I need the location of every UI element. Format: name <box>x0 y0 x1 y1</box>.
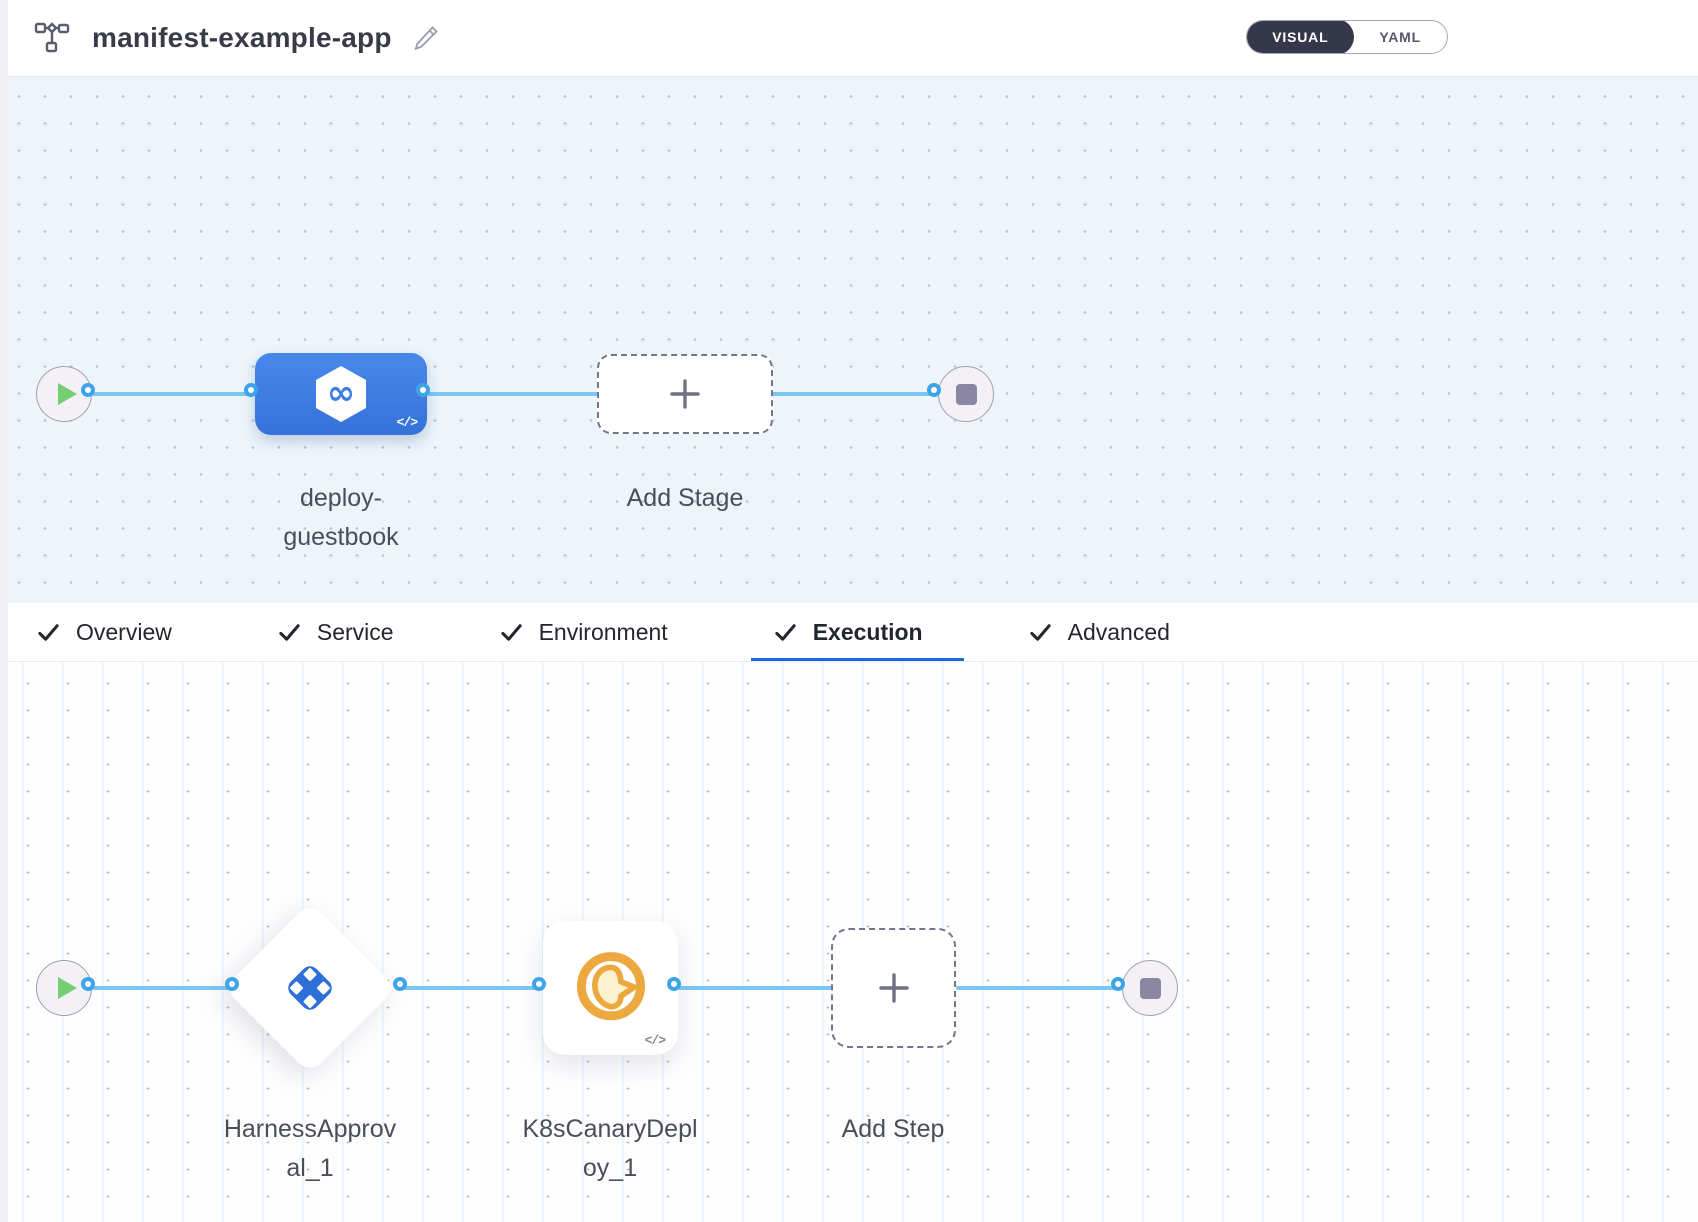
step-label: K8sCanaryDepl oy_1 <box>522 1115 698 1182</box>
connector-line <box>678 986 833 990</box>
add-step-button[interactable] <box>831 928 956 1048</box>
plus-icon <box>878 973 909 1003</box>
connector-line <box>92 392 259 396</box>
add-step-label: Add Step <box>841 1115 945 1143</box>
stage-tabbar: Overview Service Environment Execution A… <box>0 603 1698 662</box>
stage-canvas[interactable]: ∞ </> deploy- guestbook Add Stage <box>0 77 1698 603</box>
stop-icon <box>1139 977 1161 999</box>
yaml-code-badge: </> <box>396 415 418 430</box>
check-icon <box>500 623 522 641</box>
connection-port <box>416 383 430 397</box>
tab-environment[interactable]: Environment <box>485 603 683 661</box>
execution-end-node <box>1122 960 1178 1016</box>
toggle-yaml-button[interactable]: YAML <box>1379 29 1421 45</box>
tab-overview[interactable]: Overview <box>22 603 187 661</box>
stage-label: deploy- guestbook <box>283 484 399 551</box>
connection-port <box>244 383 258 397</box>
connector-line <box>92 986 240 990</box>
check-icon <box>775 623 796 641</box>
connector-line <box>404 986 547 990</box>
play-icon <box>57 977 77 999</box>
connection-port <box>225 977 239 991</box>
step-label: HarnessApprov al_1 <box>223 1115 397 1182</box>
tab-service[interactable]: Service <box>263 603 409 661</box>
connection-port <box>667 977 681 991</box>
visual-yaml-toggle: VISUAL YAML <box>1246 20 1448 54</box>
check-icon <box>1029 623 1051 641</box>
tab-label: Execution <box>812 618 923 645</box>
connection-port <box>393 977 407 991</box>
connector-line <box>956 986 1124 990</box>
pipeline-icon <box>34 22 70 53</box>
tab-label: Overview <box>76 618 172 645</box>
approval-diamond-icon <box>288 966 332 1010</box>
connector-line <box>427 392 601 396</box>
connection-port <box>81 383 95 397</box>
cd-hexagon-infinity-icon: ∞ <box>312 364 370 424</box>
step-node-k8s-canary-deploy[interactable]: </> <box>543 921 678 1055</box>
tab-label: Environment <box>538 618 668 645</box>
page-title: manifest-example-app <box>92 22 392 53</box>
connection-port <box>532 977 546 991</box>
edit-pencil-icon[interactable] <box>412 24 440 52</box>
stop-icon <box>955 383 977 405</box>
tab-label: Service <box>316 618 394 645</box>
tab-execution[interactable]: Execution <box>750 603 964 661</box>
tab-advanced[interactable]: Advanced <box>1014 603 1185 661</box>
toggle-visual-button[interactable]: VISUAL <box>1247 21 1355 53</box>
play-icon <box>57 383 77 405</box>
yaml-code-badge: </> <box>644 1033 666 1048</box>
connection-port <box>1111 977 1125 991</box>
connector-line <box>771 392 942 396</box>
tab-label: Advanced <box>1067 618 1170 645</box>
connection-port <box>81 977 95 991</box>
add-stage-label: Add Stage <box>626 484 744 512</box>
check-icon <box>279 623 300 641</box>
pipeline-end-node <box>938 366 994 422</box>
add-stage-button[interactable] <box>597 354 773 434</box>
connection-port <box>927 383 941 397</box>
stage-node-deploy-guestbook[interactable]: ∞ </> <box>255 353 427 435</box>
check-icon <box>38 623 59 641</box>
header: manifest-example-app VISUAL YAML <box>0 0 1698 77</box>
canary-bird-icon <box>576 952 645 1021</box>
plus-icon <box>670 379 700 409</box>
execution-canvas[interactable]: </> HarnessApprov al_1 K8sCanaryDepl oy_… <box>0 662 1698 1222</box>
